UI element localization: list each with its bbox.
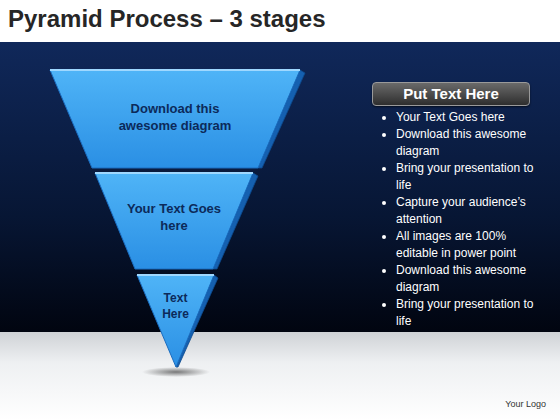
backdrop: [0, 42, 560, 332]
bullet-item: Download this awesome diagram: [396, 262, 540, 296]
text-area: Download this awesome diagram: [50, 70, 300, 168]
header-band: [0, 0, 560, 42]
bullet-text: Your Text Goes here: [396, 110, 505, 124]
segment-face: [95, 173, 253, 269]
node-text: Put Text Here: [376, 84, 526, 104]
bullet-list: Your Text Goes hereDownload this awesome…: [380, 109, 540, 330]
pyramid-stage: Your Text Goes here: [95, 173, 253, 269]
pyramid-stage: Download this awesome diagram: [50, 70, 300, 168]
bullet-item: All images are 100% editable in power po…: [396, 228, 540, 262]
text-area: Your Text Goes here: [95, 173, 253, 269]
node-text: Download this awesome diagram: [105, 100, 245, 134]
bullet-item: Bring your presentation to life: [396, 160, 540, 194]
node-text: Your Text Goes here: [119, 200, 229, 234]
node-text: Text Here: [154, 290, 198, 322]
floor: [0, 332, 560, 420]
bullet-text: All images are 100% editable in power po…: [396, 229, 516, 260]
pyramid-stage: Text Here: [137, 275, 214, 367]
bullet-text: Download this awesome diagram: [396, 127, 526, 158]
logo-text: Your Logo: [505, 399, 546, 409]
slide-title: Pyramid Process – 3 stages: [8, 5, 326, 33]
bullet-item: Bring your presentation to life: [396, 296, 540, 330]
bullet-text: Capture your audience’s attention: [396, 195, 526, 226]
text-area: Text Here: [137, 275, 214, 367]
segment-bevel: [137, 274, 214, 276]
bullet-item: Capture your audience’s attention: [396, 194, 540, 228]
bullet-text: Download this awesome diagram: [396, 263, 526, 294]
panel-heading: Put Text Here: [372, 82, 530, 106]
bullet-item: Download this awesome diagram: [396, 126, 540, 160]
segment-bevel: [50, 69, 300, 71]
bullet-text: Bring your presentation to life: [396, 297, 533, 328]
bullet-item: Your Text Goes here: [396, 109, 540, 126]
bullet-text: Bring your presentation to life: [396, 161, 533, 192]
text-area: Put Text Here: [373, 83, 529, 105]
segment-face: [137, 275, 214, 367]
segment-face: [50, 70, 300, 168]
segment-bevel: [95, 172, 253, 174]
tip-shadow: [142, 367, 210, 377]
